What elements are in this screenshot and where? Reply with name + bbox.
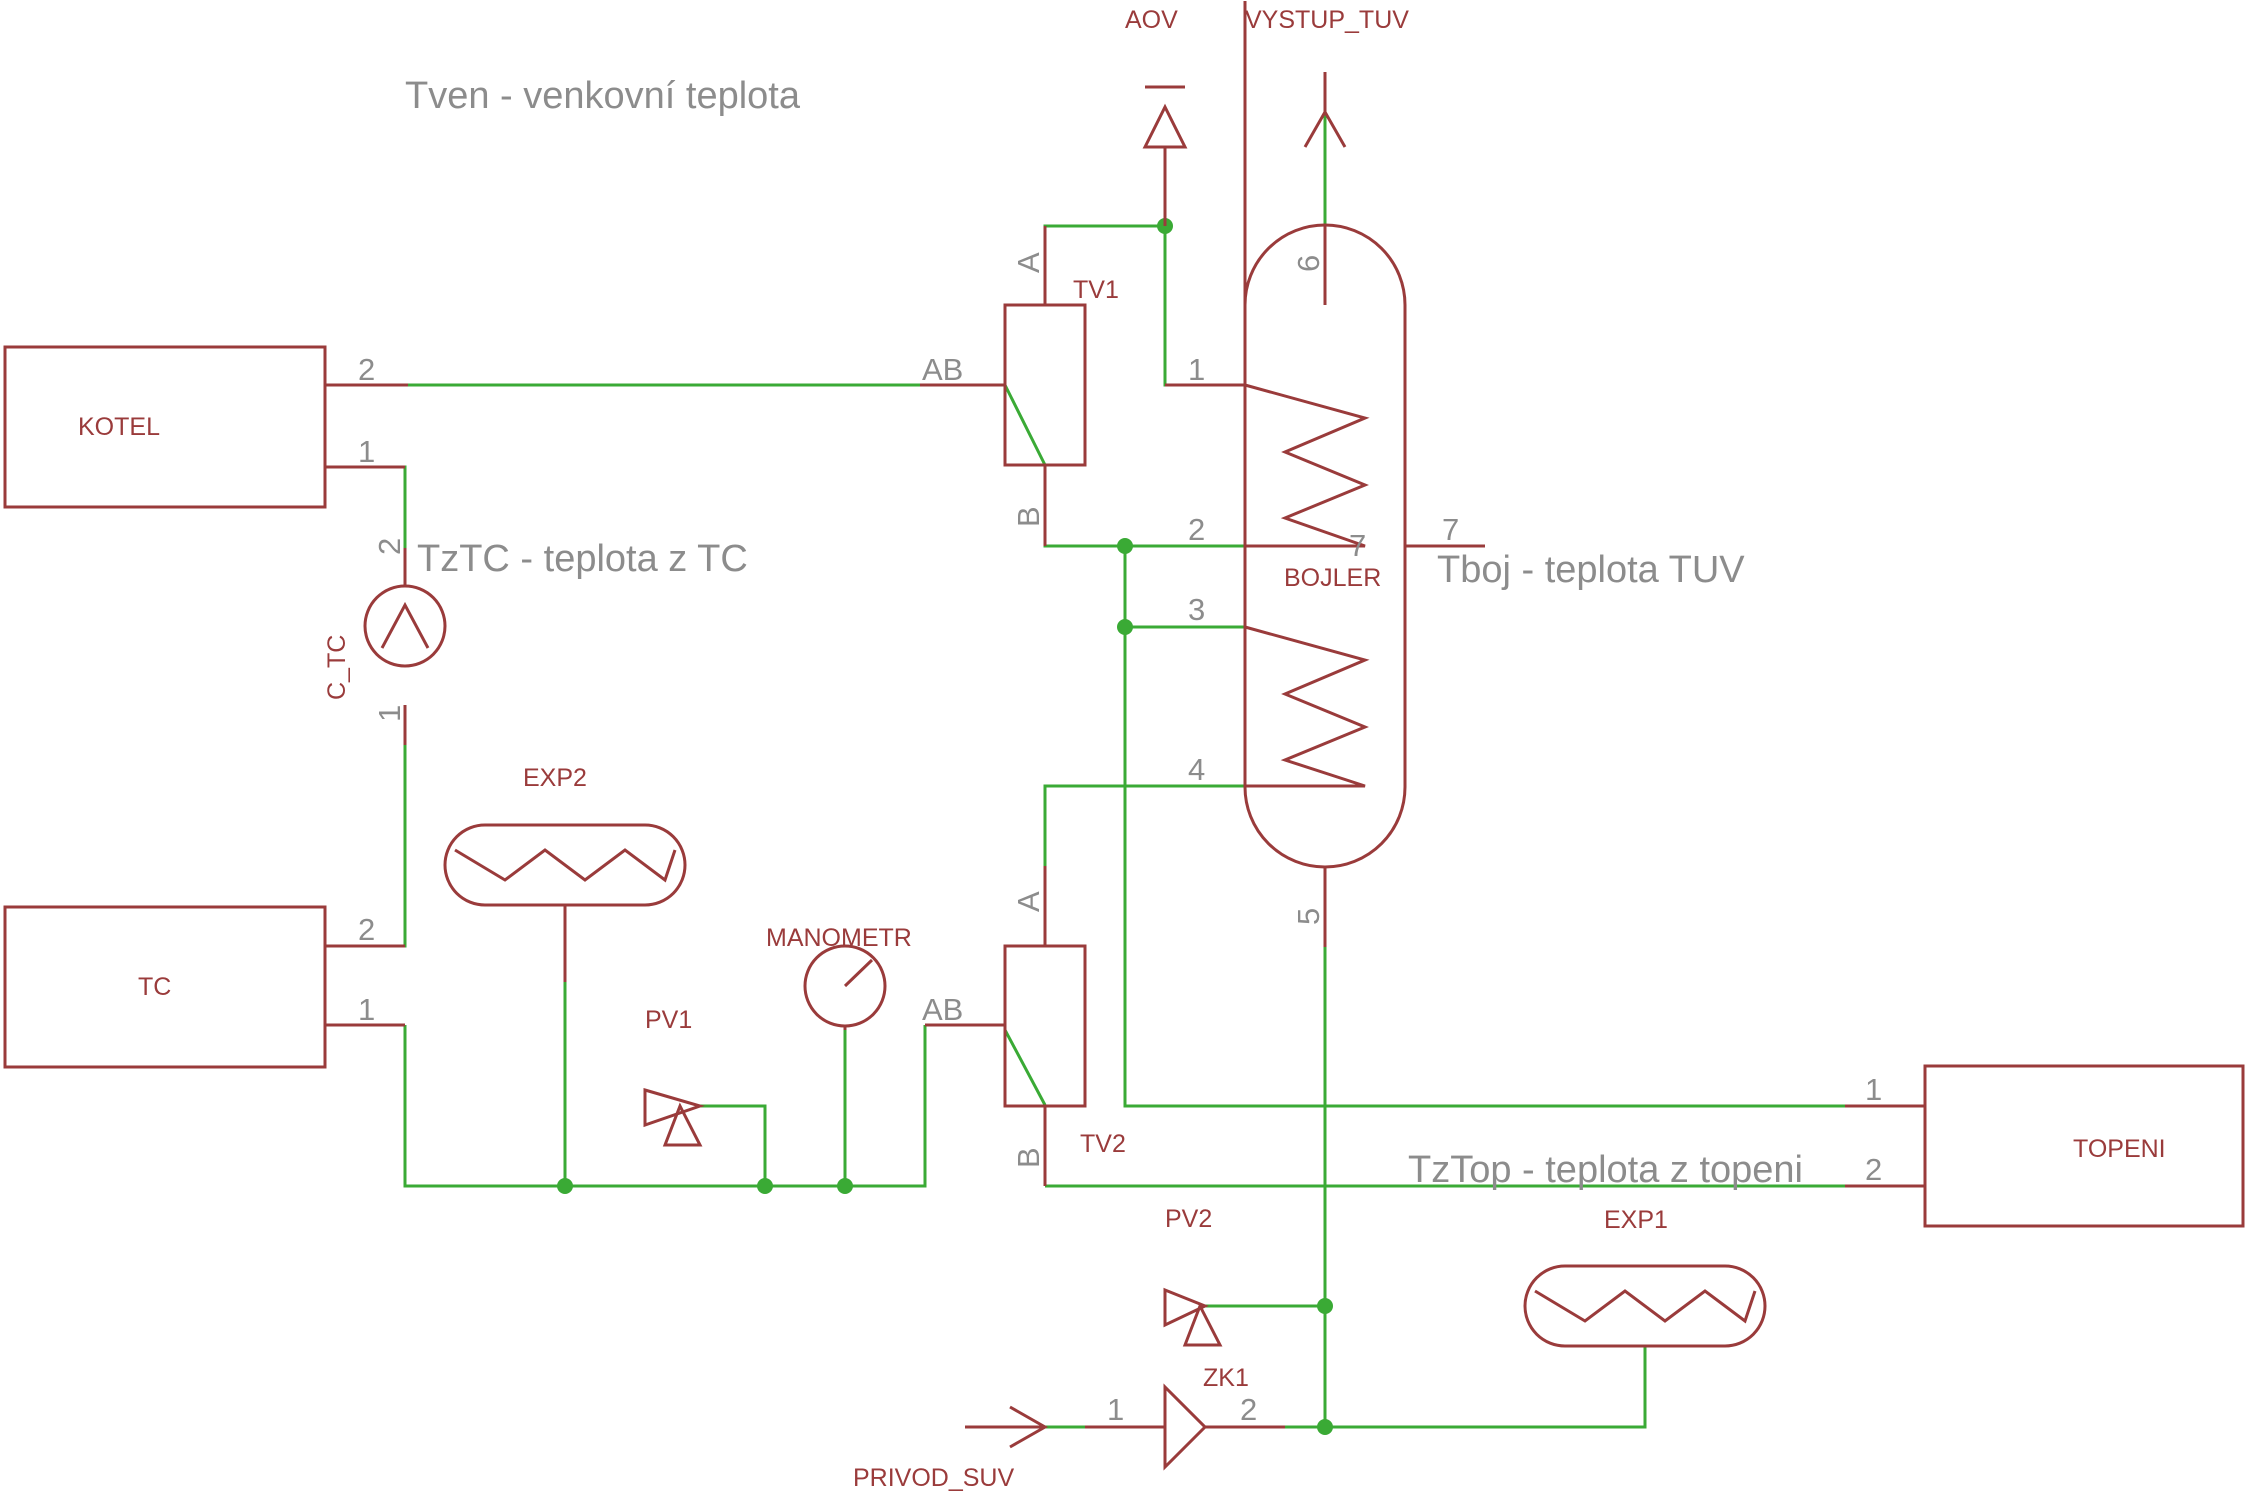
- c-tc-pump[interactable]: [363, 548, 447, 745]
- bojler-pin3: 3: [1188, 592, 1205, 627]
- bojler-pin7-in: 7: [1349, 528, 1366, 563]
- tv2-name: TV2: [1080, 1130, 1126, 1158]
- zk1-pin2: 2: [1240, 1392, 1257, 1427]
- zk1-check-valve[interactable]: [1085, 1383, 1285, 1471]
- junctions: [557, 218, 1333, 1435]
- c-tc-pin1: 1: [372, 705, 407, 722]
- wire-tv1-b: [1043, 544, 1245, 548]
- privod-suv-name: PRIVOD_SUV: [853, 1464, 1014, 1492]
- junction-dot: [557, 1178, 573, 1194]
- aov-outlet[interactable]: [1142, 85, 1188, 226]
- wire-bojler-tv2: [1043, 784, 1245, 866]
- kotel-block[interactable]: [3, 345, 408, 509]
- topeni-pin2: 2: [1865, 1152, 1882, 1187]
- manometr-name: MANOMETR: [766, 924, 912, 952]
- exp1-vessel[interactable]: [1523, 1264, 1767, 1348]
- kotel-pin2: 2: [358, 352, 375, 387]
- tc-pin1: 1: [358, 992, 375, 1027]
- vystup-tuv-arrow[interactable]: [1303, 72, 1347, 148]
- c-tc-name: C_TC: [323, 635, 351, 700]
- topeni-pin1: 1: [1865, 1072, 1882, 1107]
- bojler-name: BOJLER: [1284, 564, 1381, 592]
- note-tven: Tven - venkovní teplota: [405, 75, 801, 117]
- note-tboj: Tboj - teplota TUV: [1437, 549, 1745, 591]
- exp2-vessel[interactable]: [443, 823, 687, 982]
- exp1-name: EXP1: [1604, 1206, 1668, 1234]
- pv2-safety-valve[interactable]: [1163, 1287, 1223, 1347]
- labels: KOTEL TC TOPENI BOJLER TV1 TV2 EXP2 EXP1…: [78, 6, 2166, 1492]
- junction-dot: [1317, 1298, 1333, 1314]
- pv2-name: PV2: [1165, 1205, 1212, 1233]
- tc-pin2: 2: [358, 912, 375, 947]
- bojler-pin5: 5: [1291, 908, 1326, 925]
- topeni-name: TOPENI: [2073, 1135, 2166, 1163]
- wire-zk1-exp1: [1285, 1347, 1647, 1429]
- privod-suv-arrow[interactable]: [965, 1405, 1049, 1449]
- wire-kotel-ctc: [325, 465, 407, 548]
- wire-topeni-return: [1123, 546, 1845, 1108]
- bojler-pin7-out: 7: [1442, 512, 1459, 547]
- tv1-name: TV1: [1073, 276, 1119, 304]
- tv2-pin-ab: AB: [922, 992, 963, 1027]
- tv1-pin-ab: AB: [922, 352, 963, 387]
- bojler-pin4: 4: [1188, 752, 1205, 787]
- wire-tv1-internal: [1003, 384, 1047, 466]
- junction-dot: [1117, 538, 1133, 554]
- junction-dot: [757, 1178, 773, 1194]
- bojler-pin2: 2: [1188, 512, 1205, 547]
- tv2-pin-a: A: [1011, 891, 1046, 912]
- wire-tv2-ab: [925, 1023, 1047, 1106]
- junction-dot: [1117, 619, 1133, 635]
- kotel-name: KOTEL: [78, 413, 160, 441]
- bojler-tank[interactable]: [1165, 1, 1485, 947]
- wire-tc-bottom: [403, 1025, 927, 1188]
- bojler-pin6: 6: [1291, 255, 1326, 272]
- exp2-name: EXP2: [523, 764, 587, 792]
- vystup-tuv-name: VYSTUP_TUV: [1245, 6, 1409, 34]
- wire-pv1: [700, 1104, 767, 1186]
- tc-name: TC: [138, 973, 171, 1001]
- junction-dot: [1317, 1419, 1333, 1435]
- note-tztop: TzTop - teplota z topeni: [1408, 1149, 1803, 1191]
- tc-block[interactable]: [3, 905, 405, 1069]
- note-tztc: TzTC - teplota z TC: [417, 538, 748, 580]
- tv2-valve[interactable]: [925, 866, 1087, 1186]
- junction-dot: [837, 1178, 853, 1194]
- pv1-name: PV1: [645, 1006, 692, 1034]
- tv1-pin-b: B: [1011, 506, 1046, 527]
- aov-name: AOV: [1125, 6, 1178, 34]
- tv1-pin-a: A: [1011, 252, 1046, 273]
- tv2-pin-b: B: [1011, 1147, 1046, 1168]
- c-tc-pin2: 2: [372, 538, 407, 555]
- tv1-valve[interactable]: [920, 226, 1087, 546]
- zk1-name: ZK1: [1203, 1364, 1249, 1392]
- manometr-gauge[interactable]: [803, 944, 887, 1030]
- topeni-block[interactable]: [1845, 1064, 2245, 1228]
- pv1-safety-valve[interactable]: [643, 1088, 705, 1147]
- zk1-pin1: 1: [1107, 1392, 1124, 1427]
- kotel-pin1: 1: [358, 434, 375, 469]
- bojler-pin1: 1: [1188, 352, 1205, 387]
